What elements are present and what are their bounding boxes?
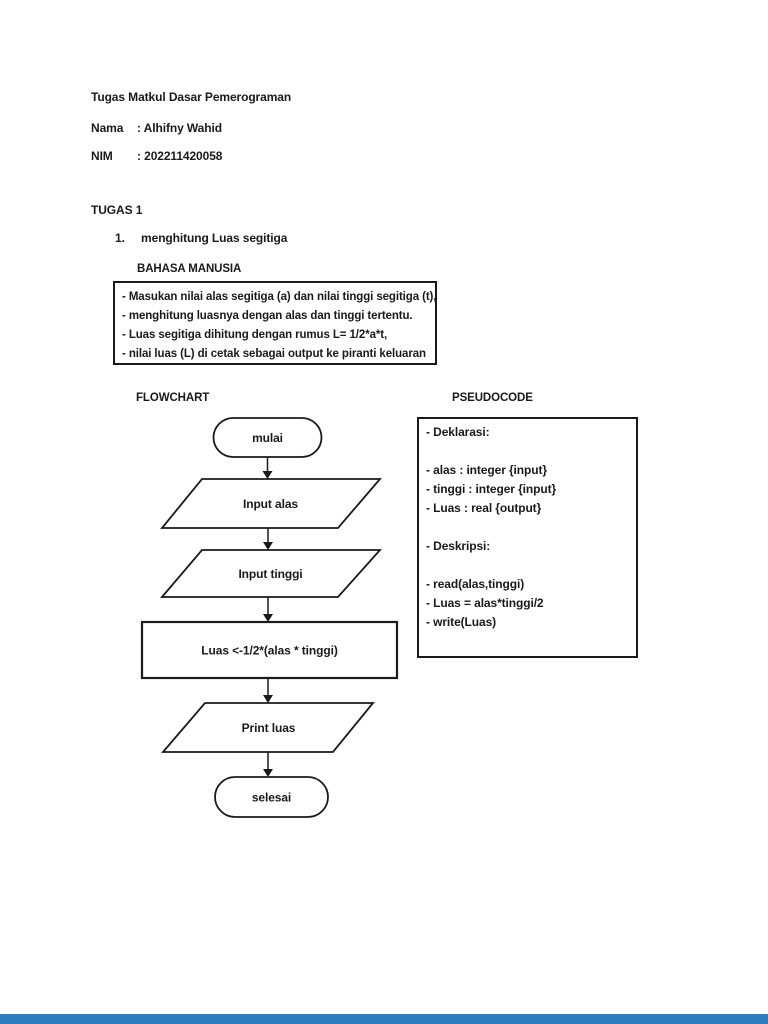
pseudocode-box: - Deklarasi: - alas : integer {input} - … <box>417 417 638 658</box>
task-item-number: 1. <box>115 231 125 245</box>
nama-label: Nama <box>91 121 124 135</box>
flowchart-input-tinggi-label: Input tinggi <box>238 567 302 581</box>
flowchart-end-label: selesai <box>252 791 291 805</box>
bahasa-manusia-line: - nilai luas (L) di cetak sebagai output… <box>122 348 426 360</box>
nama-value: : Alhifny Wahid <box>137 121 222 135</box>
nim-value: : 202211420058 <box>137 149 223 163</box>
bahasa-manusia-heading: BAHASA MANUSIA <box>137 263 242 275</box>
flowchart-print-luas-label: Print luas <box>242 721 296 735</box>
pseudocode-line: - Deskripsi: <box>426 539 491 553</box>
arrow-down-icon <box>263 769 273 777</box>
nim-row: NIM : 202211420058 <box>91 149 222 163</box>
flowchart-diagram: mulai Input alas Input tinggi Luas <-1/2… <box>140 417 399 818</box>
pseudocode-line <box>426 556 636 575</box>
arrow-down-icon <box>263 542 273 550</box>
arrow-down-icon <box>263 695 273 703</box>
pseudocode-line: - alas : integer {input} <box>426 463 547 477</box>
flowchart-start-label: mulai <box>252 431 283 445</box>
task-item: 1. menghitung Luas segitiga <box>115 231 287 245</box>
tugas-heading: TUGAS 1 <box>91 203 143 217</box>
pseudocode-line: - Luas = alas*tinggi/2 <box>426 596 544 610</box>
task-item-title: menghitung Luas segitiga <box>141 231 288 245</box>
pseudocode-line <box>426 518 636 537</box>
flowchart-end-terminator <box>214 776 329 818</box>
bahasa-manusia-box: - Masukan nilai alas segitiga (a) dan ni… <box>113 281 437 365</box>
flowchart-input-alas-parallelogram <box>160 478 382 529</box>
arrow-down-icon <box>263 614 273 622</box>
pseudocode-line: - Deklarasi: <box>426 425 490 439</box>
nama-row: Nama : Alhifny Wahid <box>91 121 222 135</box>
pseudocode-line: - read(alas,tinggi) <box>426 577 525 591</box>
pseudocode-heading: PSEUDOCODE <box>452 392 533 404</box>
nim-label: NIM <box>91 149 113 163</box>
bahasa-manusia-line: - Luas segitiga dihitung dengan rumus L=… <box>122 329 388 341</box>
viewer-footer-bar <box>0 1014 768 1024</box>
bahasa-manusia-line: - Masukan nilai alas segitiga (a) dan ni… <box>122 291 437 303</box>
flowchart-process-rectangle <box>140 620 399 680</box>
arrow-down-icon <box>262 471 273 479</box>
flowchart-heading: FLOWCHART <box>136 392 210 404</box>
pseudocode-line <box>426 442 636 461</box>
flowchart-input-tinggi-parallelogram <box>160 549 383 598</box>
pseudocode-line: - write(Luas) <box>426 615 497 629</box>
pseudocode-line: - Luas : real {output} <box>426 501 542 515</box>
flowchart-print-luas-parallelogram <box>161 702 375 753</box>
flowchart-input-alas-label: Input alas <box>243 497 298 511</box>
pseudocode-line: - tinggi : integer {input} <box>426 482 557 496</box>
document-title: Tugas Matkul Dasar Pemerograman <box>91 90 292 104</box>
flowchart-process-label: Luas <-1/2*(alas * tinggi) <box>201 644 338 658</box>
bahasa-manusia-line: - menghitung luasnya dengan alas dan tin… <box>122 310 413 322</box>
